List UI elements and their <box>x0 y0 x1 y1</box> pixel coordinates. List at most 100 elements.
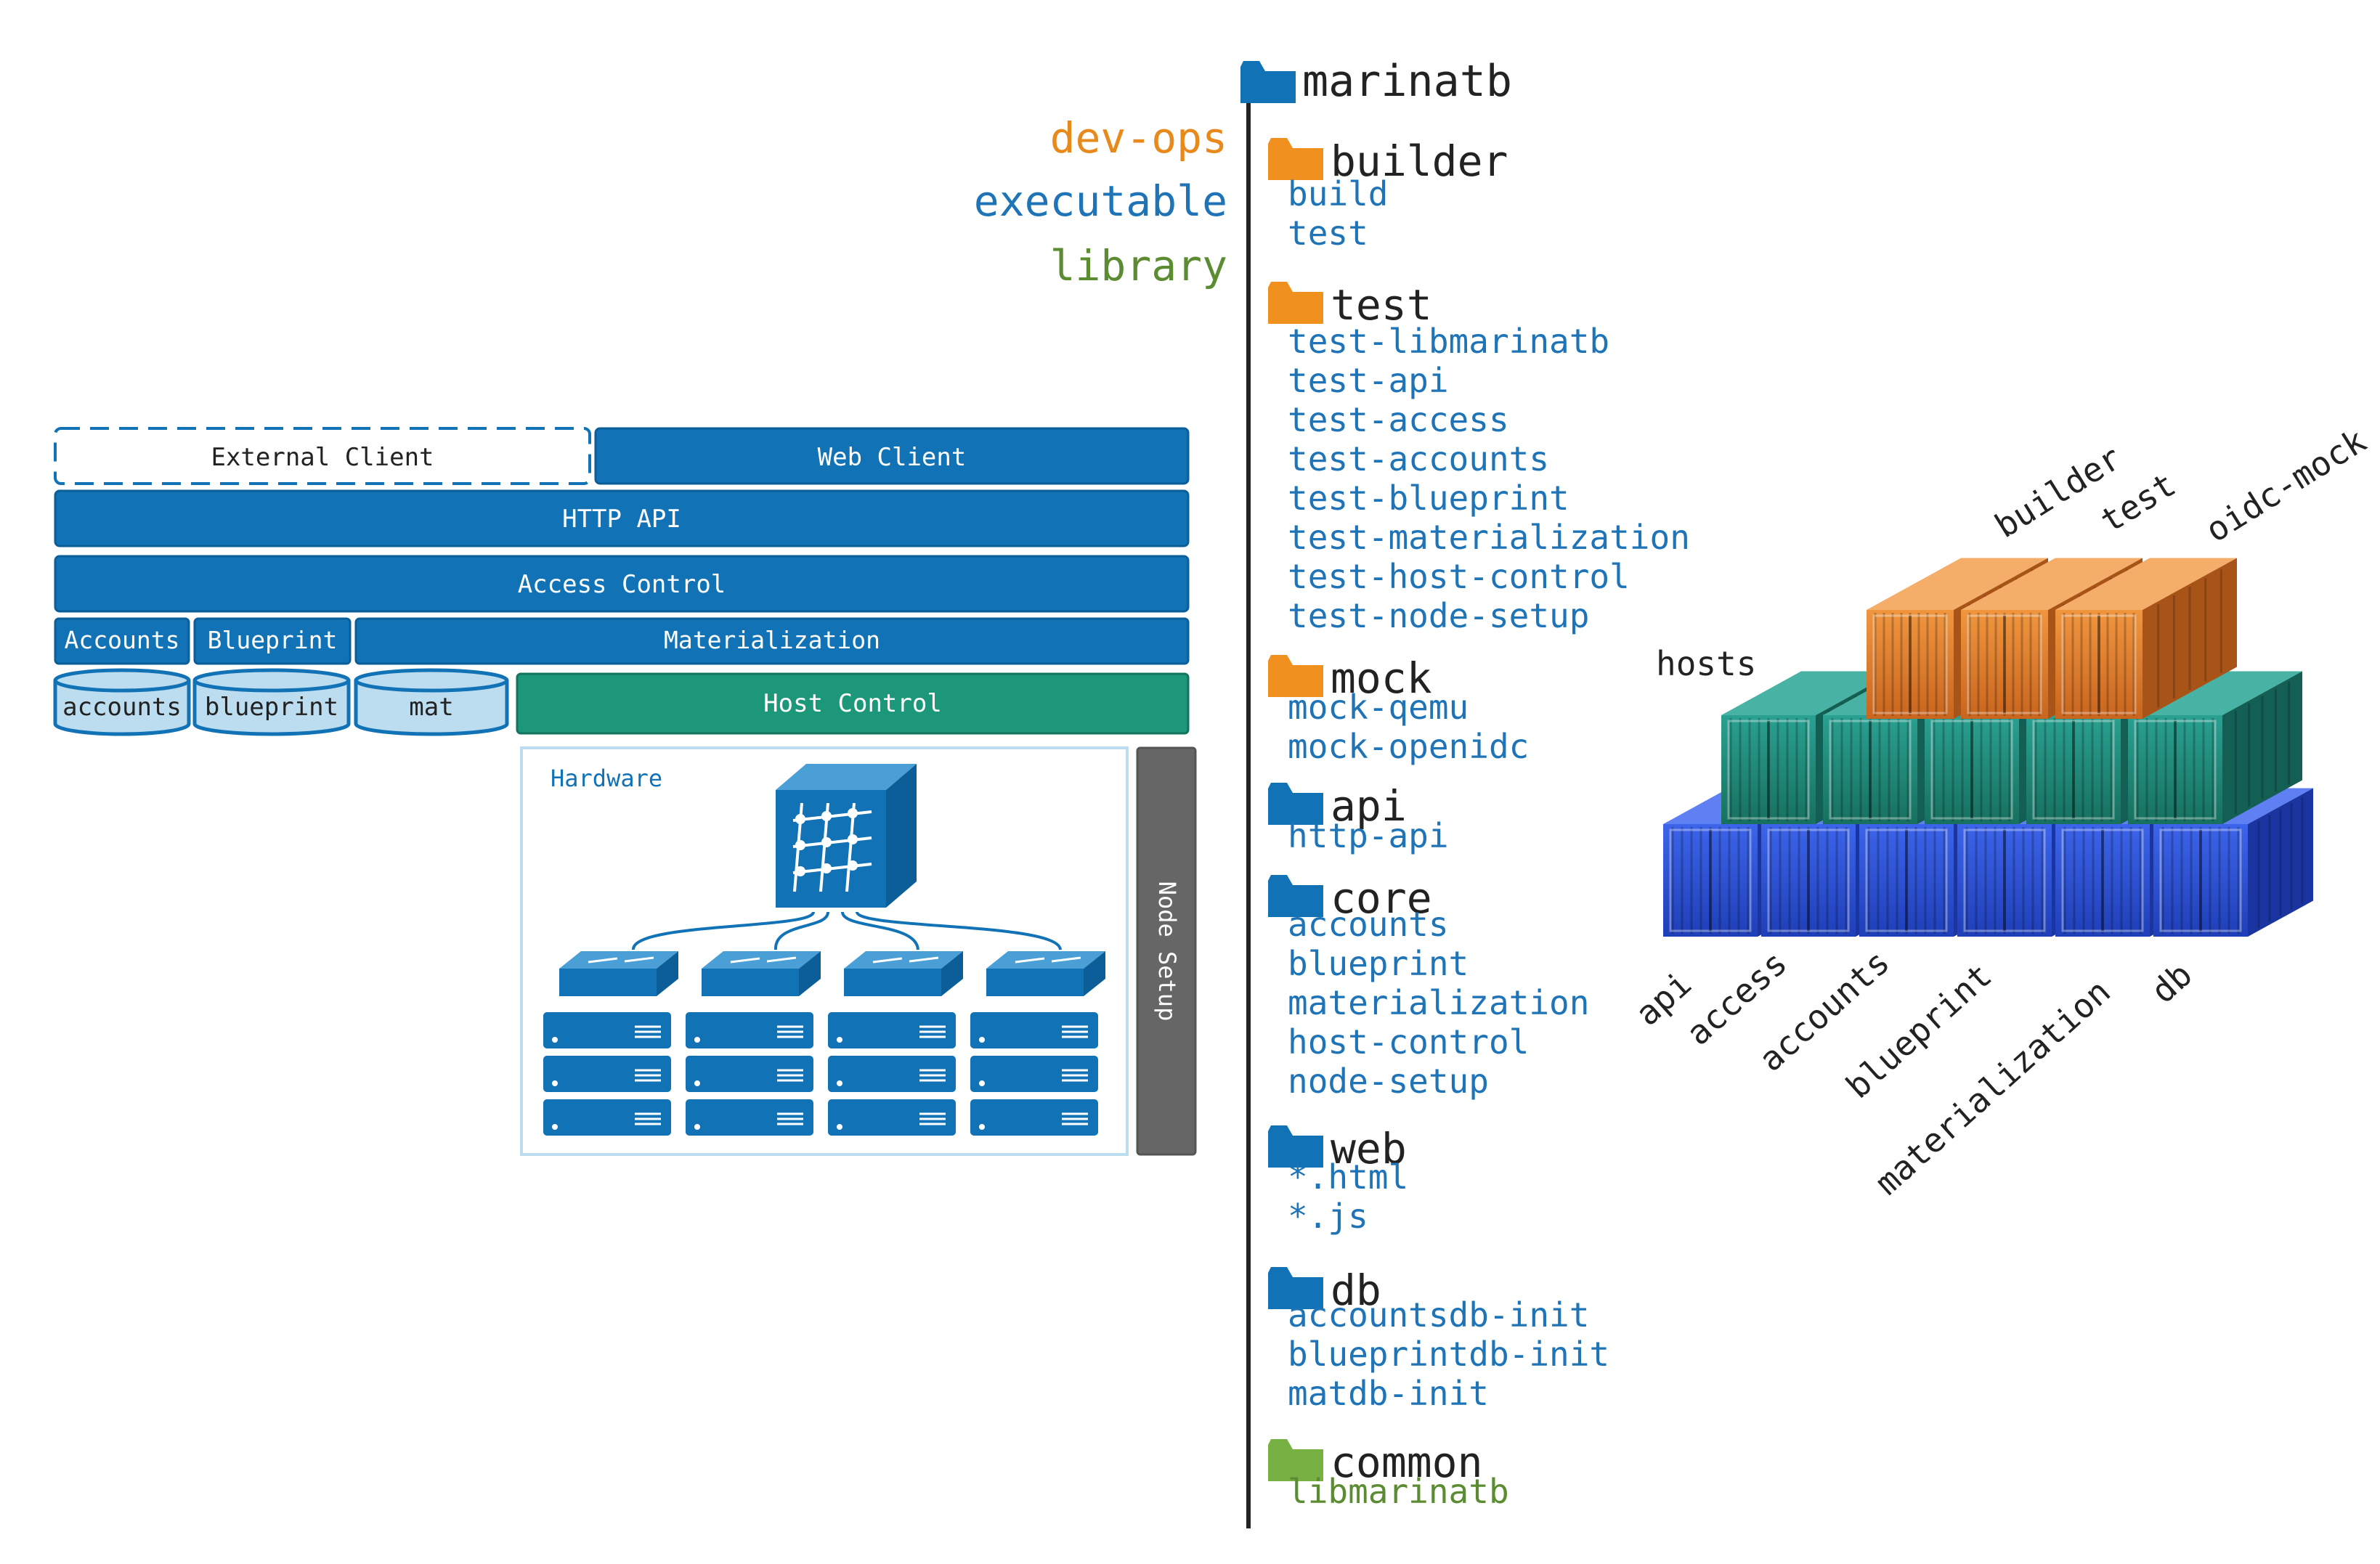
server-icon <box>828 1012 956 1048</box>
tree-item: test-api <box>1288 361 1449 400</box>
tree-item: test-materialization <box>1288 518 1690 557</box>
folder-icon <box>1268 875 1323 917</box>
root-folder-icon <box>1240 61 1296 103</box>
tree-item: test-host-control <box>1288 557 1630 596</box>
tree-folders: builderbuildtesttesttest-libmarinatbtest… <box>1268 137 1690 1511</box>
host-control-label: Host Control <box>763 689 942 718</box>
switch-icon <box>986 969 1084 996</box>
tree-item: test-node-setup <box>1288 596 1589 635</box>
blueprint-db: blueprint <box>192 668 351 736</box>
core-switch-top <box>776 764 917 790</box>
folder-label: builder <box>1331 137 1508 186</box>
legend-library: library <box>1050 241 1227 290</box>
server-icon <box>543 1099 671 1136</box>
accounts-box: Accounts <box>54 617 190 665</box>
root-label: marinatb <box>1302 56 1512 107</box>
blueprint-box: Blueprint <box>193 617 352 665</box>
network-link <box>856 911 1062 950</box>
tree-item: test-access <box>1288 400 1509 439</box>
folder-icon <box>1268 655 1323 697</box>
server-icon <box>828 1099 956 1136</box>
accounts-label: Accounts <box>65 626 180 654</box>
access-control-box: Access Control <box>54 555 1190 613</box>
switch-side <box>941 951 963 996</box>
materialization-label: Materialization <box>664 626 880 654</box>
tree-item: mock-openidc <box>1288 727 1529 766</box>
host-control-box: Host Control <box>516 672 1190 735</box>
folder-label: mock <box>1331 653 1432 703</box>
switch-icon <box>844 969 941 996</box>
switch-icon <box>559 969 657 996</box>
network-link <box>631 911 815 950</box>
tree-item: http-api <box>1288 816 1449 855</box>
folder-label: core <box>1331 873 1432 923</box>
tree-folder-core: coreaccountsblueprintmaterializationhost… <box>1268 873 1589 1101</box>
architecture-diagram: External Client Web Client HTTP API Acce… <box>53 427 1197 1156</box>
switch-side <box>657 951 678 996</box>
core-switch-side <box>886 764 917 908</box>
tree-folder-db: dbaccountsdb-initblueprintdb-initmatdb-i… <box>1268 1266 1609 1413</box>
tree-item: test-libmarinatb <box>1288 322 1609 361</box>
access-control-label: Access Control <box>518 570 726 599</box>
blueprint-label: Blueprint <box>208 626 338 654</box>
folder-label: web <box>1331 1124 1407 1173</box>
blueprint-db-label: blueprint <box>205 693 338 722</box>
folder-icon <box>1268 282 1323 324</box>
tree-item: test <box>1288 213 1368 253</box>
server-icon <box>970 1012 1098 1048</box>
folder-icon <box>1240 61 1296 103</box>
server-icon <box>686 1012 813 1048</box>
switch-top <box>986 951 1105 969</box>
node-setup-box: Node Setup <box>1136 746 1197 1156</box>
mat-db: mat <box>354 668 509 736</box>
switch-top <box>559 951 678 969</box>
folder-icon <box>1268 138 1323 180</box>
hardware-panel: Hardware <box>520 746 1129 1156</box>
server-icon <box>543 1056 671 1092</box>
accounts-db: accounts <box>53 668 191 736</box>
tree-item: matdb-init <box>1288 1374 1489 1413</box>
network-link <box>841 911 919 950</box>
server-icon <box>970 1099 1098 1136</box>
hardware-label: Hardware <box>551 765 662 792</box>
tree-item: *.js <box>1288 1197 1368 1236</box>
tree-item: blueprint <box>1288 944 1469 983</box>
accounts-db-label: accounts <box>62 693 182 722</box>
tree-item: accountsdb-init <box>1288 1295 1589 1335</box>
server-icon <box>970 1056 1098 1092</box>
switch-top <box>844 951 963 969</box>
http-api-label: HTTP API <box>562 505 681 534</box>
tree-item: node-setup <box>1288 1062 1489 1101</box>
tree-item: test-accounts <box>1288 439 1549 478</box>
tree-item: mock-qemu <box>1288 688 1469 727</box>
switch-side <box>1084 951 1105 996</box>
server-icon <box>543 1012 671 1048</box>
tree-item: accounts <box>1288 905 1449 944</box>
tree-folder-test: testtest-libmarinatbtest-apitest-accesst… <box>1268 280 1690 635</box>
container-orange <box>2055 558 2237 719</box>
server-icon <box>686 1056 813 1092</box>
tree-item: libmarinatb <box>1288 1472 1509 1511</box>
container-label-hosts: hosts <box>1656 644 1756 683</box>
legend-devops: dev-ops <box>1050 113 1227 163</box>
folder-label: api <box>1331 781 1407 831</box>
folder-label: test <box>1331 280 1432 330</box>
external-client-label: External Client <box>211 443 434 472</box>
web-client-label: Web Client <box>818 443 967 472</box>
tree-item: *.html <box>1288 1157 1408 1197</box>
tree-item: host-control <box>1288 1022 1529 1062</box>
materialization-box: Materialization <box>354 617 1190 665</box>
tree-root: marinatb <box>1240 56 1512 107</box>
folder-label: db <box>1331 1266 1381 1315</box>
hardware-illustration <box>543 764 1105 1136</box>
tree-item: materialization <box>1288 983 1589 1022</box>
tree-item: build <box>1288 174 1388 213</box>
node-setup-label: Node Setup <box>1153 881 1181 1022</box>
server-icon <box>686 1099 813 1136</box>
folder-icon <box>1268 1439 1323 1481</box>
network-link <box>773 911 829 950</box>
legend: dev-ops executable library <box>974 113 1227 290</box>
